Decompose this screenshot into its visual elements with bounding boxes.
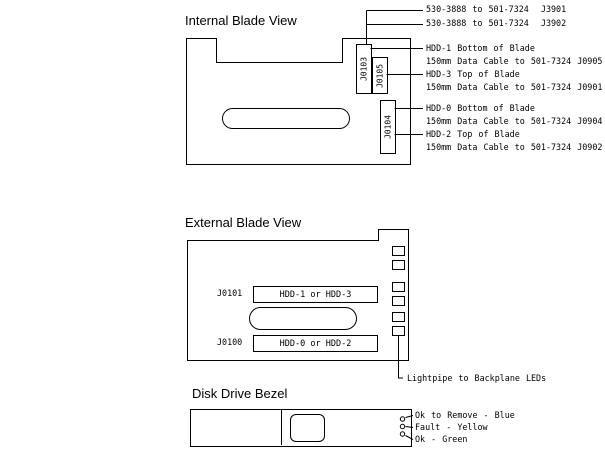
bezel-led-label-green: Ok - Green — [415, 434, 468, 444]
bezel-led-blue — [399, 416, 406, 422]
bezel-led-yellow — [399, 423, 406, 430]
lightpipe-caption: Lightpipe to Backplane LEDs — [407, 373, 547, 383]
callout-label: HDD-3 Top of Blade — [426, 69, 520, 79]
callout-label: 530-3888 to 501-7324 J3901 — [426, 4, 567, 14]
led-square — [392, 326, 405, 336]
connector-j0105: J0105 — [372, 57, 388, 94]
external-view-title: External Blade View — [185, 215, 302, 230]
internal-blade-handle-cutout — [222, 108, 350, 129]
bezel-outline — [190, 409, 412, 447]
slot-hdd1-hdd3: HDD-1 or HDD-3 — [253, 286, 378, 303]
external-blade-outline — [187, 229, 409, 361]
external-label-j0101: J0101 — [217, 288, 243, 298]
lightpipe-leader-line — [398, 336, 403, 379]
internal-view-title: Internal Blade View — [185, 13, 297, 28]
connector-j0103-label: J0103 — [359, 56, 369, 82]
external-blade-handle-cutout — [249, 307, 357, 330]
bezel-title: Disk Drive Bezel — [192, 386, 288, 401]
slot-hdd0-hdd2-label: HDD-0 or HDD-2 — [279, 338, 352, 349]
callout-label: HDD-2 Top of Blade — [426, 129, 520, 139]
callout-label: 530-3888 to 501-7324 J3902 — [426, 18, 567, 28]
connector-j0103: J0103 — [356, 44, 372, 94]
callout-label: 150mm Data Cable to 501-7324 J0901 — [426, 82, 603, 92]
connector-j0104: J0104 — [380, 100, 396, 154]
led-square — [392, 312, 405, 322]
bezel-led-green — [399, 431, 406, 437]
connector-j0104-label: J0104 — [383, 114, 393, 140]
slot-hdd0-hdd2: HDD-0 or HDD-2 — [253, 335, 378, 352]
led-square — [392, 282, 405, 292]
led-square — [392, 260, 405, 270]
connector-j0105-label: J0105 — [375, 63, 385, 88]
external-label-j0100: J0100 — [217, 337, 243, 347]
callout-label: 150mm Data Cable to 501-7324 J0902 — [426, 142, 603, 152]
slot-hdd1-hdd3-label: HDD-1 or HDD-3 — [279, 289, 352, 300]
callout-label: HDD-0 Bottom of Blade — [426, 103, 535, 113]
bezel-button-cutout — [290, 414, 325, 442]
callout-label: 150mm Data Cable to 501-7324 J0905 — [426, 56, 603, 66]
bezel-led-label-yellow: Fault - Yellow — [415, 422, 488, 432]
lightpipe-led-squares — [392, 246, 405, 336]
callout-label: HDD-1 Bottom of Blade — [426, 43, 535, 53]
bezel-led-label-blue: Ok to Remove - Blue — [415, 410, 515, 420]
led-square — [392, 296, 405, 306]
internal-blade-outline — [186, 38, 411, 165]
led-square — [392, 246, 405, 256]
callout-label: 150mm Data Cable to 501-7324 J0904 — [426, 116, 603, 126]
